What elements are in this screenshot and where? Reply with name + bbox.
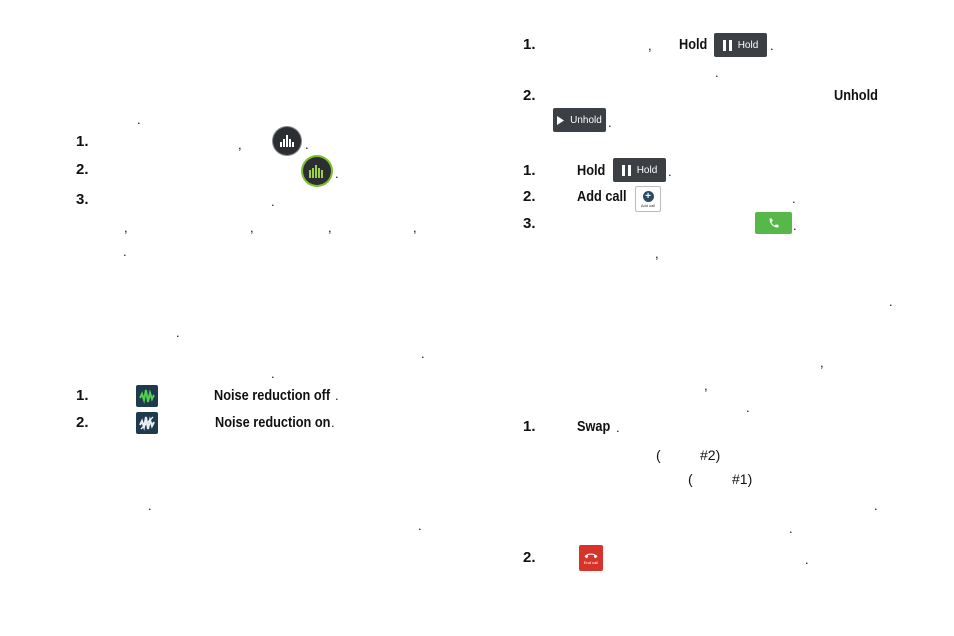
step-number: 3. [523, 215, 536, 232]
period-mark: . [789, 521, 793, 536]
unhold-label: Unhold [834, 87, 878, 104]
comma-mark: , [648, 38, 652, 53]
pause-icon [722, 39, 732, 51]
swap-label: Swap [577, 418, 611, 435]
period-mark: . [123, 244, 127, 259]
step-number: 1. [523, 162, 536, 179]
unhold-button[interactable]: Unhold [553, 108, 606, 132]
period-mark: . [176, 325, 180, 340]
step-number: 2. [76, 161, 89, 178]
sound-equalizer-icon[interactable] [273, 127, 301, 155]
comma-mark: , [238, 137, 242, 152]
hold-label: Hold [577, 162, 606, 179]
step-number: 3. [76, 191, 89, 208]
play-icon [557, 115, 565, 125]
step-number: 1. [523, 36, 536, 53]
add-call-button-label: Add call [640, 202, 656, 208]
period-mark: . [792, 191, 796, 206]
hold-button[interactable]: Hold [714, 33, 767, 57]
open-paren: ( [688, 471, 693, 487]
noise-reduction-off-label: Noise reduction off [214, 387, 331, 404]
period-mark: . [305, 137, 309, 152]
pause-icon [621, 164, 631, 176]
dial-call-button[interactable] [755, 212, 792, 234]
phone-icon [769, 218, 778, 228]
add-call-button[interactable]: + Add call [635, 186, 661, 212]
comma-mark: , [328, 220, 332, 235]
end-call-button[interactable]: End call [579, 545, 603, 571]
period-mark: . [889, 294, 893, 309]
step-number: 2. [523, 188, 536, 205]
comma-mark: , [820, 355, 824, 370]
period-mark: . [616, 420, 620, 435]
period-mark: . [715, 65, 719, 80]
hold-label: Hold [679, 36, 708, 53]
step-number: 2. [523, 87, 536, 104]
period-mark: . [148, 498, 152, 513]
comma-mark: , [704, 378, 708, 393]
step-number: 2. [76, 414, 89, 431]
hold-button[interactable]: Hold [613, 158, 666, 182]
period-mark: . [746, 400, 750, 415]
noise-reduction-off-icon[interactable] [136, 385, 158, 407]
call-1-label: #1) [732, 471, 753, 487]
comma-mark: , [655, 246, 659, 261]
period-mark: . [874, 498, 878, 513]
equalizer-on-icon[interactable] [303, 157, 331, 185]
period-mark: . [271, 194, 275, 209]
comma-mark: , [413, 220, 417, 235]
comma-mark: , [250, 220, 254, 235]
hold-button-label: Hold [737, 39, 759, 51]
period-mark: . [335, 388, 339, 403]
noise-reduction-on-label: Noise reduction on [215, 414, 331, 431]
period-mark: . [608, 115, 612, 130]
step-number: 1. [523, 418, 536, 435]
hangup-icon [584, 553, 598, 558]
period-mark: . [805, 552, 809, 567]
period-mark: . [668, 164, 672, 179]
step-number: 2. [523, 549, 536, 566]
period-mark: . [421, 346, 425, 361]
period-mark: . [331, 415, 335, 430]
period-mark: . [335, 166, 339, 181]
call-2-label: #2) [700, 447, 721, 463]
period-mark: . [793, 218, 797, 233]
unhold-button-label: Unhold [570, 114, 602, 126]
period-mark: . [137, 112, 141, 127]
add-call-label: Add call [577, 188, 627, 205]
open-paren: ( [656, 447, 661, 463]
comma-mark: , [124, 220, 128, 235]
period-mark: . [770, 38, 774, 53]
step-number: 1. [76, 133, 89, 150]
noise-reduction-on-icon[interactable] [136, 412, 158, 434]
period-mark: . [418, 518, 422, 533]
step-number: 1. [76, 387, 89, 404]
period-mark: . [271, 366, 275, 381]
end-call-button-label: End call [583, 559, 599, 565]
plus-icon: + [642, 190, 654, 202]
hold-button-label: Hold [636, 164, 658, 176]
